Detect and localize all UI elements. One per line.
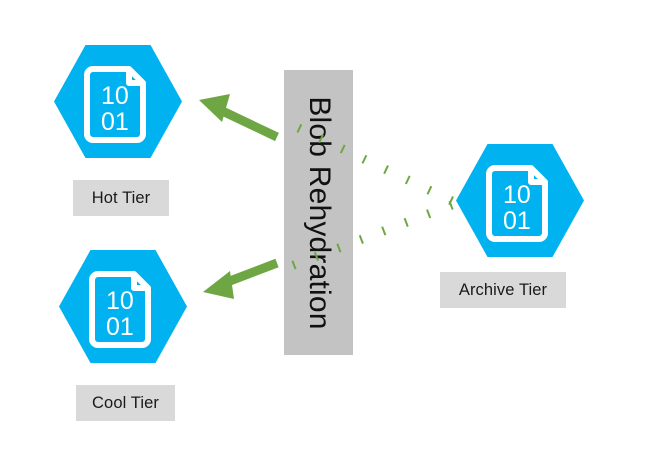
node-archive-tier[interactable]: 10 01 (455, 143, 585, 258)
cool-tier-label-text: Cool Tier (92, 393, 159, 412)
binary-document-icon: 10 01 (89, 271, 151, 348)
node-cool-tier[interactable]: 10 01 (58, 249, 188, 364)
svg-text:10: 10 (101, 82, 129, 110)
svg-text:01: 01 (503, 207, 531, 235)
archive-tier-label: Archive Tier (440, 272, 566, 308)
node-hot-tier[interactable]: 10 01 (53, 44, 183, 159)
svg-text:10: 10 (106, 287, 134, 315)
cool-tier-label: Cool Tier (76, 385, 175, 421)
hot-tier-hexagon: 10 01 (53, 44, 183, 159)
svg-text:01: 01 (101, 108, 129, 136)
archive-tier-label-text: Archive Tier (458, 280, 548, 299)
arrowhead-hot (199, 94, 230, 122)
blob-rehydration-band-label: Blob Rehydration (302, 95, 336, 330)
svg-text:01: 01 (106, 313, 134, 341)
binary-document-icon: 10 01 (486, 165, 548, 242)
arrowhead-cool (203, 271, 234, 299)
archive-tier-hexagon: 10 01 (455, 143, 585, 258)
hot-tier-label: Hot Tier (73, 180, 169, 216)
blob-rehydration-band: Blob Rehydration (284, 70, 353, 355)
hot-tier-label-text: Hot Tier (91, 188, 151, 207)
binary-document-icon: 10 01 (84, 66, 146, 143)
svg-text:10: 10 (503, 181, 531, 209)
cool-tier-hexagon: 10 01 (58, 249, 188, 364)
